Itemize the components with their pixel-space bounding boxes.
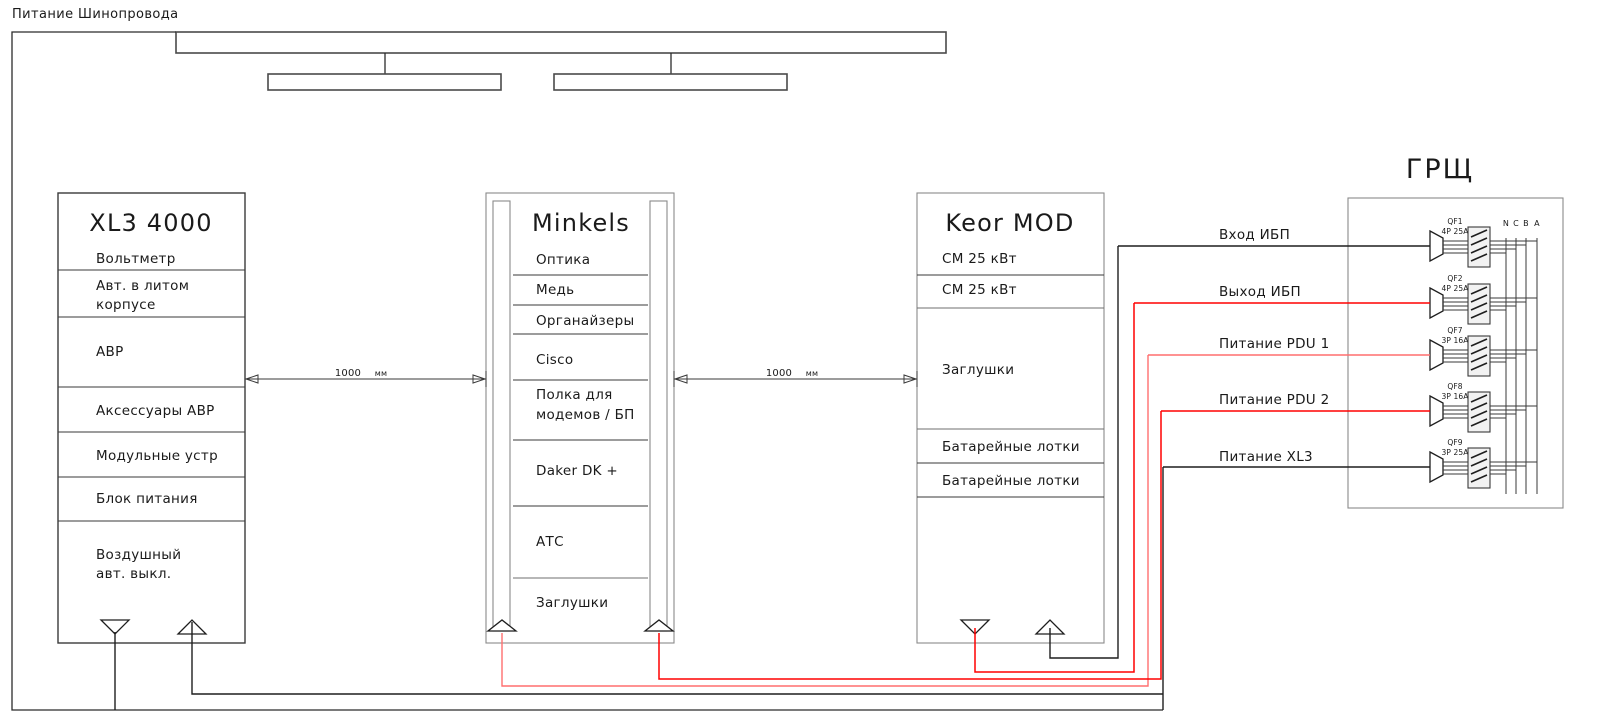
xl3-row-label: АВР <box>96 344 124 360</box>
minkels-row-label: модемов / БП <box>536 407 635 423</box>
breaker-tag: QF8 <box>1447 382 1462 391</box>
minkels-row-label: Заглушки <box>536 595 608 611</box>
dimension-value: 1000 <box>335 368 361 379</box>
dimension-value: 1000 <box>766 368 792 379</box>
keor-row-label: Батарейные лотки <box>942 439 1080 455</box>
breaker-tag: QF2 <box>1447 274 1462 283</box>
breaker-body-icon <box>1467 283 1491 325</box>
breaker-connector-icon <box>1429 338 1444 372</box>
breaker-connector-icon <box>1429 450 1444 484</box>
dimension-unit: мм <box>806 369 818 378</box>
breaker-connector-icon <box>1429 229 1444 263</box>
panel-grsh-body <box>1347 197 1564 509</box>
busway-group <box>11 31 1163 711</box>
busway-tap-1 <box>267 73 502 91</box>
cabinet-keor-body <box>916 192 1105 644</box>
dimension-xl3-minkels: 1000 мм <box>244 368 487 387</box>
feeder-label-pdu-2: Питание PDU 2 <box>1219 392 1329 408</box>
feeder-label-pdu-1: Питание PDU 1 <box>1219 336 1329 352</box>
breaker-connector-icon <box>1429 394 1444 428</box>
wire-vyhod-ibp-riser <box>974 303 1135 673</box>
feeder-label-xl3: Питание XL3 <box>1219 449 1313 465</box>
panel-grsh[interactable]: ГРЩ N C B A QF1 4P 25A QF2 4P 25A <box>1347 154 1564 509</box>
breaker-tag: QF7 <box>1447 326 1462 335</box>
minkels-row-label: Полка для <box>536 387 613 403</box>
feeder-label-vhod-ibp: Вход ИБП <box>1219 227 1290 243</box>
minkels-row-label: Медь <box>536 282 574 298</box>
keor-row-label: Батарейные лотки <box>942 473 1080 489</box>
minkels-row-label: Оптика <box>536 252 590 268</box>
keor-row-label: Заглушки <box>942 362 1014 378</box>
xl3-row-label: авт. выкл. <box>96 566 171 582</box>
breaker-body-icon <box>1467 447 1491 489</box>
breaker-rating: 4P 25A <box>1442 284 1470 293</box>
dimension-minkels-keor: 1000 мм <box>673 368 918 387</box>
cabinet-keor-title: Keor MOD <box>945 209 1074 237</box>
breaker-rating: 3P 25A <box>1442 448 1470 457</box>
xl3-row-label: корпусе <box>96 297 156 313</box>
breaker-body-icon <box>1467 226 1491 268</box>
breaker-tag: QF1 <box>1447 217 1462 226</box>
keor-row-label: CM 25 кВт <box>942 251 1017 267</box>
wire-pdu-2-riser <box>658 411 1162 680</box>
cabinet-xl3-title: XL3 4000 <box>89 209 212 237</box>
xl3-row-label: Аксессуары АВР <box>96 403 215 419</box>
keor-outgoing-symbol <box>959 619 991 635</box>
minkels-pdu-rail-left[interactable] <box>492 200 511 632</box>
phase-label-n: N <box>1503 219 1509 228</box>
panel-title: ГРЩ <box>1406 154 1474 185</box>
minkels-incoming-symbol-left <box>486 619 518 632</box>
busway-riser-left <box>11 31 1163 711</box>
cabinet-xl3-body <box>57 192 246 644</box>
breaker-rating: 4P 25A <box>1442 227 1470 236</box>
minkels-incoming-symbol-right <box>643 619 675 632</box>
phase-label-b: B <box>1523 219 1529 228</box>
keor-row-label: CM 25 кВт <box>942 282 1017 298</box>
wire-xl3-incoming <box>191 622 1163 695</box>
xl3-row-label: Модульные устр <box>96 448 218 464</box>
minkels-row-label: Daker DK + <box>536 463 618 479</box>
busway-tap-2 <box>553 73 788 91</box>
busway-trunk <box>175 31 947 54</box>
xl3-row-label: Авт. в литом <box>96 278 189 294</box>
xl3-row-label: Блок питания <box>96 491 198 507</box>
phase-label-a: A <box>1534 219 1540 228</box>
breaker-qf2[interactable]: QF2 4P 25A <box>1429 274 1537 325</box>
minkels-pdu-rail-right[interactable] <box>649 200 668 632</box>
breaker-qf8[interactable]: QF8 3P 16A <box>1429 382 1537 433</box>
phase-label-c: C <box>1513 219 1519 228</box>
breaker-qf1[interactable]: QF1 4P 25A <box>1429 217 1537 268</box>
wire-vhod-ibp-riser <box>1049 246 1119 659</box>
breaker-qf7[interactable]: QF7 3P 16A <box>1429 326 1537 377</box>
xl3-row-label: Воздушный <box>96 547 181 563</box>
minkels-row-label: Органайзеры <box>536 313 634 329</box>
breaker-body-icon <box>1467 335 1491 377</box>
breaker-connector-icon <box>1429 286 1444 320</box>
breaker-tag: QF9 <box>1447 438 1462 447</box>
cabinet-minkels-title: Minkels <box>532 209 630 237</box>
xl3-outgoing-symbol <box>99 619 131 635</box>
minkels-row-label: АТС <box>536 534 564 550</box>
minkels-row-label: Cisco <box>536 352 573 368</box>
breaker-body-icon <box>1467 391 1491 433</box>
breaker-qf9[interactable]: QF9 3P 25A <box>1429 438 1537 489</box>
diagram-title: Питание Шинопровода <box>12 7 179 22</box>
breaker-rating: 3P 16A <box>1442 336 1470 345</box>
wire-pdu-1-riser <box>501 355 1149 687</box>
dimension-unit: мм <box>375 369 387 378</box>
cabinet-minkels[interactable]: Minkels Оптика Медь Органайзеры Cisco По… <box>485 192 675 644</box>
cabinet-xl3[interactable]: XL3 4000 Вольтметр Авт. в литом корпусе … <box>57 192 246 644</box>
breaker-rating: 3P 16A <box>1442 392 1470 401</box>
cabinet-keor[interactable]: Keor MOD CM 25 кВт CM 25 кВт Заглушки Ба… <box>916 192 1105 644</box>
feeder-label-vyhod-ibp: Выход ИБП <box>1219 284 1301 300</box>
cabinet-minkels-body <box>485 192 675 644</box>
xl3-row-label: Вольтметр <box>96 251 176 267</box>
